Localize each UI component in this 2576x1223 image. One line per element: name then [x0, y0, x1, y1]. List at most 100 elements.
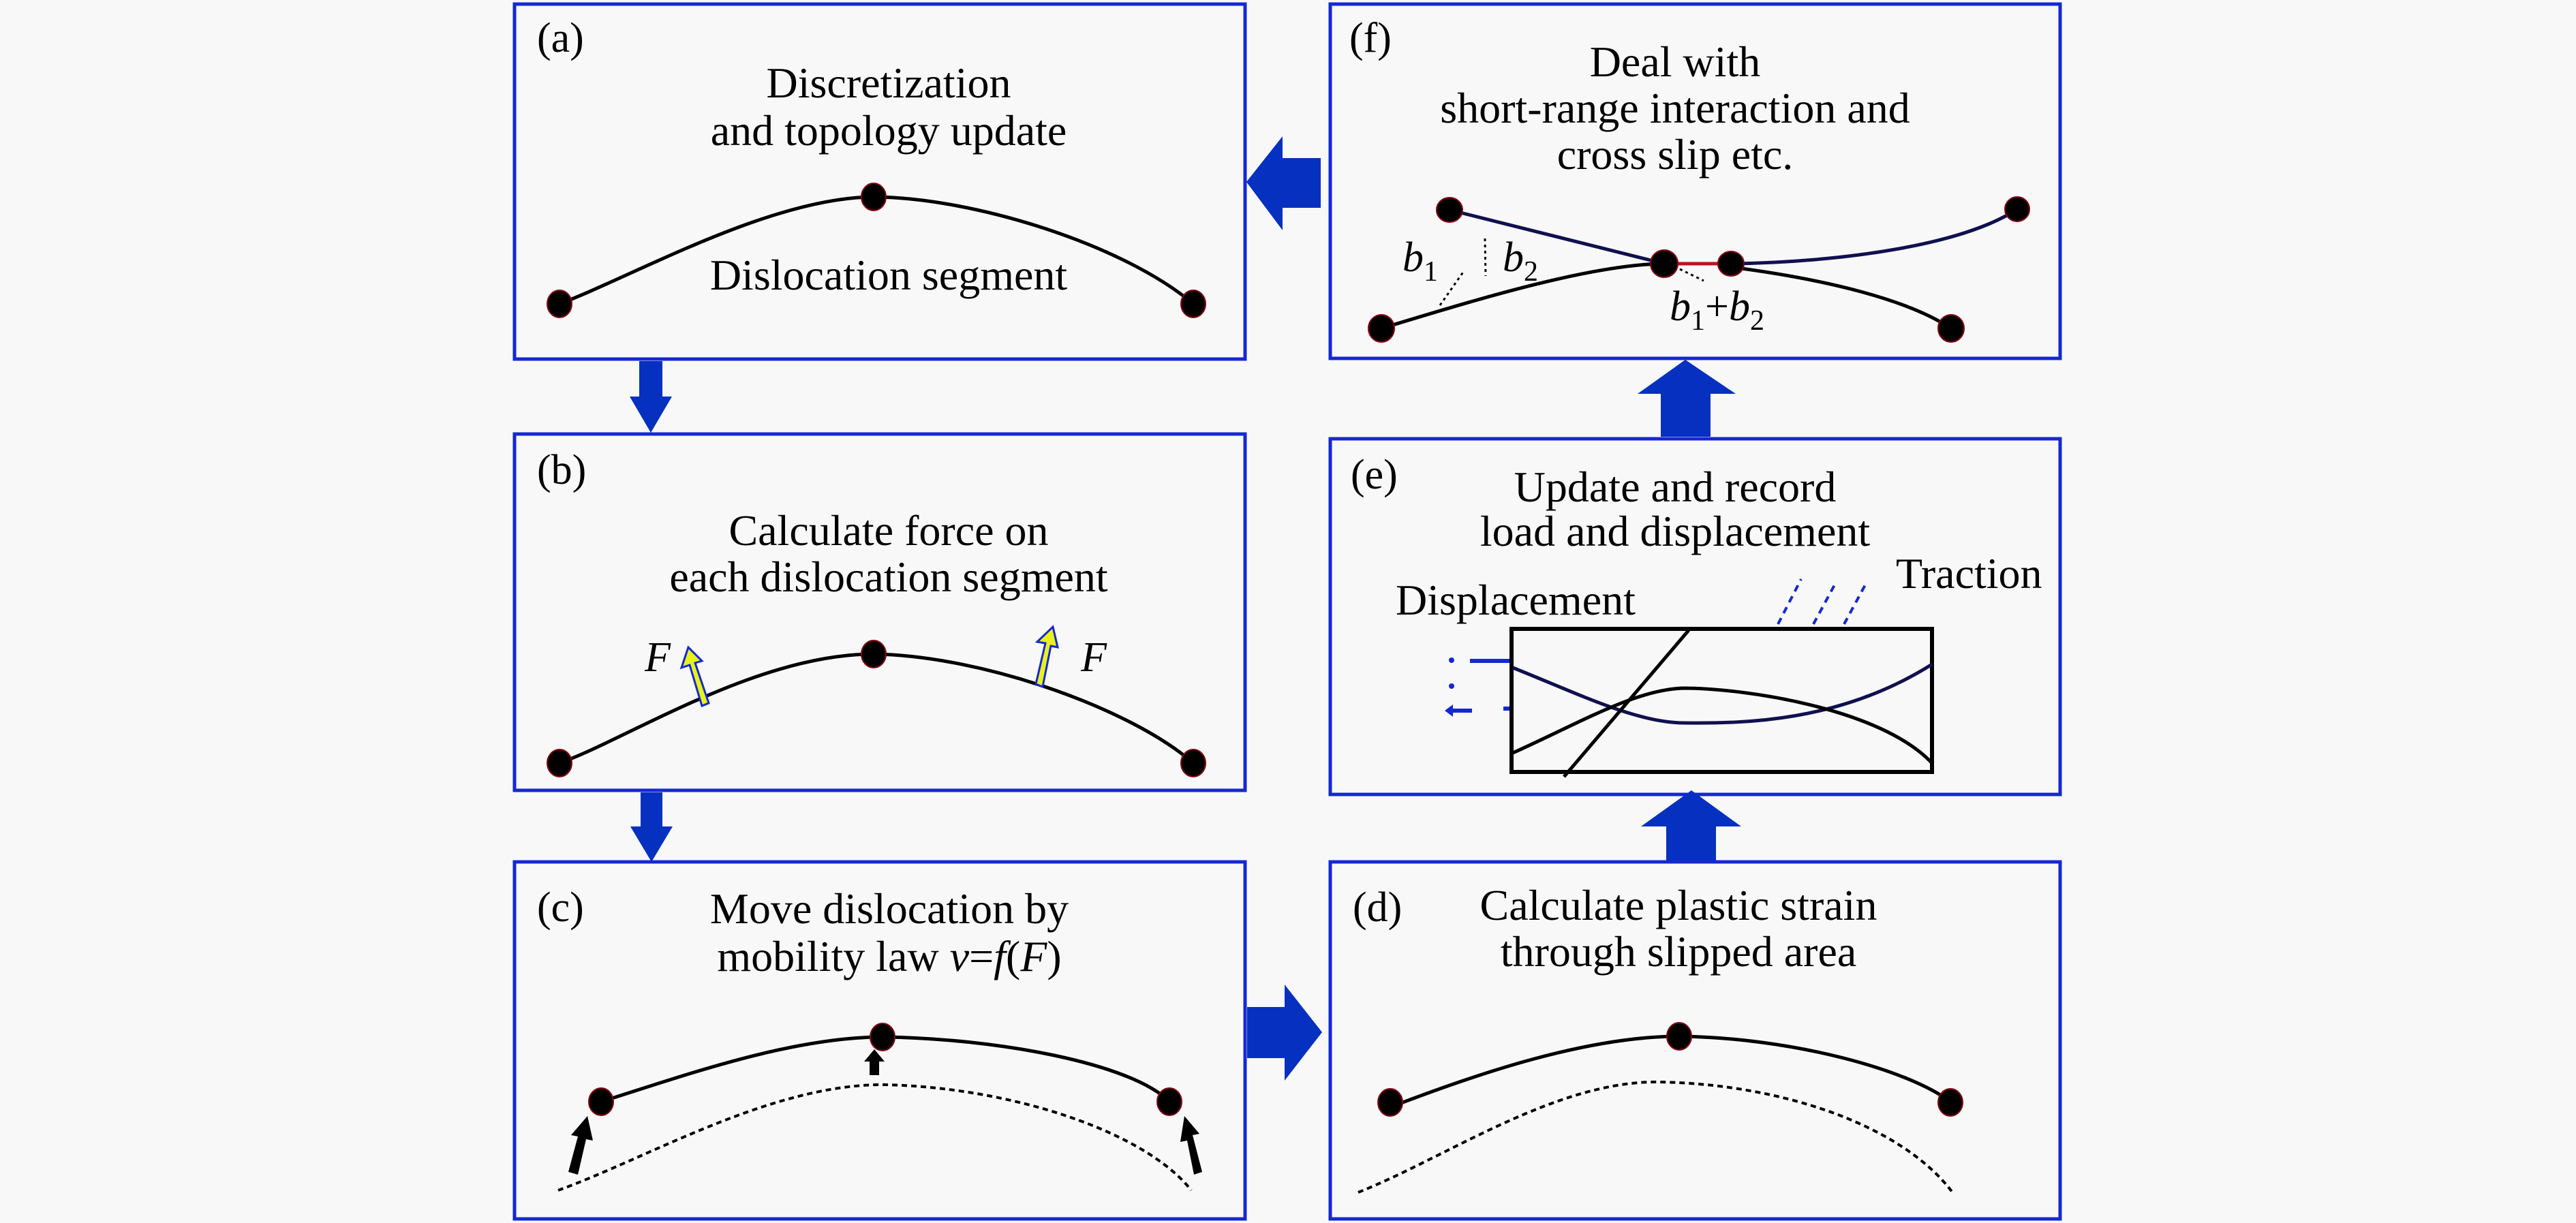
node-right [1937, 1088, 1963, 1117]
flow-arrow-b-to-c [630, 792, 673, 862]
move-arrow-left [568, 1116, 593, 1175]
node-junction-left [1650, 249, 1678, 278]
velocity-symbol: v [950, 932, 970, 980]
node-left [1377, 1088, 1403, 1117]
simulation-domain [1509, 627, 1934, 774]
move-arrow-middle [864, 1049, 885, 1075]
panel-a-frame [512, 2, 1247, 361]
dislocation-segment-label: Dislocation segment [710, 251, 1068, 299]
panel-f-title-line-1: Deal with [1590, 37, 1761, 86]
panel-b-title-line-2: each dislocation segment [669, 553, 1108, 601]
traction-line-1 [1777, 578, 1803, 625]
node-top [870, 1023, 895, 1051]
panel-f-tag: (f) [1349, 15, 1392, 61]
node-junction-right [1717, 251, 1745, 277]
force-label-left: F [644, 634, 671, 681]
node-top [1666, 1022, 1692, 1051]
traction-line-3 [1843, 580, 1869, 625]
traction-line-2 [1812, 580, 1838, 625]
flow-arrow-a-to-b [630, 361, 672, 433]
paren-open: ( [1006, 932, 1020, 980]
flow-arrow-c-to-d [1247, 985, 1322, 1081]
subscript-1: 1 [1691, 305, 1705, 337]
node-upper-left [1436, 197, 1463, 223]
displacement-label: Displacement [1396, 576, 1636, 624]
node-right [1156, 1087, 1182, 1116]
dislocation-1-segment-right [1730, 207, 2019, 266]
domain-dislocation-upper [1512, 662, 1933, 725]
node-right [1180, 749, 1206, 777]
flow-arrow-e-to-f [1638, 360, 1736, 437]
node-upper-right [2004, 196, 2030, 222]
panel-a-tag: (a) [537, 15, 584, 61]
panel-d-tag: (d) [1353, 884, 1402, 931]
displacement-marker-2 [1449, 683, 1454, 689]
node-lower-left [1368, 314, 1395, 343]
panel-a: (a) Discretization and topology update D… [512, 2, 1247, 361]
panel-f-title-line-3: cross slip etc. [1557, 130, 1794, 179]
force-arrow-left [679, 645, 710, 708]
panel-f: (f) Deal with short-range interaction an… [1328, 2, 2062, 360]
panel-d-title-line-2: through slipped area [1501, 927, 1857, 976]
dislocation-2-segment-left [1381, 262, 1665, 330]
panel-c-tag: (c) [537, 884, 584, 931]
node-left [547, 749, 572, 777]
force-label-right: F [1080, 634, 1107, 681]
node-lower-right [1937, 314, 1965, 343]
panel-e-title-line-2: load and displacement [1480, 507, 1870, 555]
panel-a-title-line-2: and topology update [711, 106, 1067, 155]
displacement-marker-1 [1449, 657, 1454, 663]
b-symbol: b [1503, 234, 1524, 281]
panel-f-title-line-2: short-range interaction and [1440, 84, 1910, 132]
dislocation-2-segment-right [1730, 265, 1952, 330]
panel-e-frame [1328, 437, 2062, 796]
panel-b-title-line-1: Calculate force on [729, 506, 1048, 555]
flow-arrow-f-to-a [1246, 136, 1321, 230]
burgers-vector-b2-arrow [1484, 238, 1487, 277]
panel-a-title-line-1: Discretization [767, 59, 1011, 107]
panel-f-frame [1328, 2, 2062, 360]
equals-sign: = [969, 932, 994, 980]
displacement-arrow-head [1445, 705, 1453, 717]
burgers-vector-b1-arrow [1439, 270, 1465, 306]
node-top [861, 183, 887, 211]
flow-arrow-d-to-e [1641, 790, 1741, 861]
subscript-2: 2 [1750, 305, 1764, 337]
panel-e: (e) Update and record load and displacem… [1328, 437, 2062, 796]
move-arrow-right [1180, 1116, 1202, 1175]
b-symbol: b [1670, 283, 1691, 330]
mobility-law-text: mobility law [717, 932, 949, 980]
panel-c: (c) Move dislocation by mobility law v=f… [512, 860, 1247, 1221]
panel-d: (d) Calculate plastic strain through sli… [1328, 860, 2062, 1221]
burgers-label-b2: b2 [1503, 234, 1538, 288]
node-left [588, 1087, 614, 1116]
b-symbol: b [1402, 234, 1424, 281]
domain-dislocation-lower [1512, 686, 1933, 764]
plus-sign: + [1705, 283, 1729, 330]
swept-area-boundary [1358, 1080, 1954, 1194]
force-arrow-right [1034, 625, 1059, 689]
panel-b-tag: (b) [537, 447, 586, 493]
panel-d-frame [1328, 860, 2062, 1221]
force-symbol: F [1019, 932, 1047, 980]
subscript-1: 1 [1424, 256, 1438, 288]
dislocation-1-segment-left [1449, 208, 1665, 266]
panel-c-title-line-1: Move dislocation by [710, 884, 1069, 933]
traction-label: Traction [1896, 549, 2042, 598]
panel-b-frame [512, 432, 1247, 792]
domain-slip-line [1563, 629, 1690, 778]
paren-close: ) [1047, 932, 1061, 980]
panel-d-title-line-1: Calculate plastic strain [1480, 881, 1877, 929]
subscript-2: 2 [1524, 256, 1538, 288]
panel-e-title-line-1: Update and record [1514, 463, 1837, 511]
b-symbol: b [1729, 283, 1750, 330]
node-right [1180, 290, 1206, 318]
burgers-label-sum: b1+b2 [1670, 283, 1764, 337]
panel-b: (b) Calculate force on each dislocation … [512, 432, 1247, 792]
panel-e-tag: (e) [1351, 452, 1398, 498]
panel-c-title-line-2: mobility law v=f(F) [717, 932, 1061, 980]
burgers-label-b1: b1 [1402, 234, 1438, 288]
node-top [861, 640, 887, 668]
node-left [547, 290, 572, 318]
